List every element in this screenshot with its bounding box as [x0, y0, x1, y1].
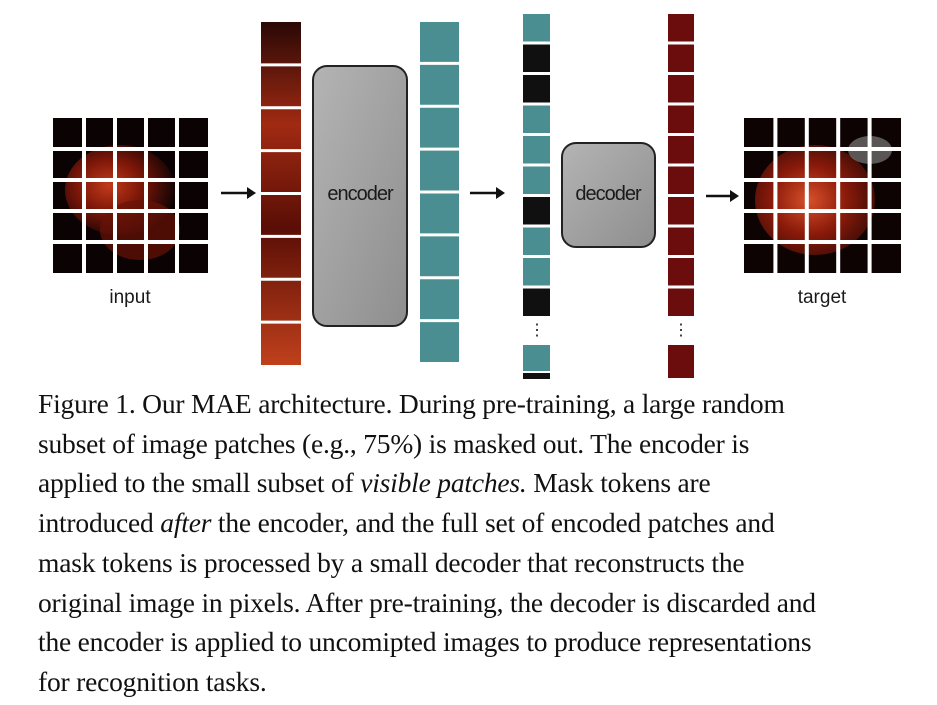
decoder-block: decoder [561, 142, 656, 248]
caption-line: the encoder is applied to uncomipted ima… [38, 626, 812, 658]
decoder-label: decoder [575, 183, 642, 205]
reconstructed-patch [668, 44, 694, 72]
patch-divider [261, 192, 301, 195]
patch-divider [53, 240, 208, 244]
encoded-patch-token [420, 279, 459, 320]
arrow-icon [706, 190, 739, 202]
caption-line: subset of image patches (e.g., 75%) is m… [38, 427, 750, 459]
patch-divider [867, 118, 872, 273]
encoded-patch-token [523, 105, 550, 133]
reconstructed-patch [668, 227, 694, 255]
encoded-patch-token [420, 22, 459, 62]
mask-token [523, 75, 550, 103]
patch-divider [261, 106, 301, 110]
patch-divider [53, 209, 208, 213]
visible-patch-dividers [261, 63, 301, 324]
caption-line: for recognition tasks. [38, 665, 267, 697]
encoded-patch-token [523, 227, 550, 255]
caption-text: applied to the small subset of [38, 467, 361, 499]
arrow-icon [221, 187, 256, 199]
caption-emphasis: after [160, 507, 212, 539]
reconstructed-patch [668, 197, 694, 225]
mae-architecture-diagram: input encoder ⋮ decoder ⋮ [53, 14, 901, 379]
caption-text: the encoder, and the full set of encoded… [211, 507, 775, 539]
encoded-patch-token [420, 322, 459, 362]
encoded-patch-token [523, 14, 550, 42]
patch-divider [261, 234, 301, 238]
reconstructed-patch [668, 136, 694, 164]
reconstructed-patch [668, 288, 694, 316]
reconstructed-patch [668, 14, 694, 42]
patch-divider [113, 118, 117, 273]
visible-patches-column [261, 22, 301, 365]
caption-line: Figure 1. Our MAE architecture. During p… [38, 388, 785, 419]
target-image [744, 118, 901, 273]
encoded-patch-token [420, 107, 459, 148]
mask-token [523, 197, 550, 225]
input-image [53, 118, 208, 273]
target-label: target [798, 287, 847, 308]
reconstructed-patch [668, 75, 694, 103]
encoder-label: encoder [327, 183, 394, 205]
reconstructed-patch [668, 105, 694, 133]
patch-divider [804, 118, 809, 273]
encoded-patches-column [420, 22, 459, 362]
patch-divider [175, 118, 179, 273]
token-column-ellipsis: ⋮ [529, 322, 545, 339]
patch-divider [53, 178, 208, 182]
patch-divider [261, 149, 301, 153]
caption-text: Mask tokens are [526, 467, 711, 499]
arrow-icon [470, 187, 505, 199]
patch-divider [836, 118, 841, 273]
output-column-ellipsis: ⋮ [673, 322, 689, 339]
patch-divider [261, 277, 301, 281]
reconstructed-patch [668, 166, 694, 194]
caption-line: mask tokens is processed by a small deco… [38, 546, 745, 578]
reconstructed-patches-column [668, 14, 694, 378]
encoded-patch-token [420, 64, 459, 105]
figure-caption: Figure 1. Our MAE architecture. During p… [38, 384, 930, 702]
reconstructed-patch [668, 345, 694, 378]
reconstructed-patch [668, 258, 694, 286]
patch-divider [744, 209, 901, 213]
encoded-patch-token [523, 136, 550, 164]
encoded-patch-token [523, 345, 550, 371]
target-patch-grid [744, 118, 901, 273]
input-label: input [109, 287, 151, 308]
patch-divider [744, 240, 901, 244]
encoded-and-mask-tokens-column [523, 14, 550, 379]
mask-token [523, 373, 550, 379]
patch-divider [744, 178, 901, 182]
caption-line: original image in pixels. After pre-trai… [38, 586, 816, 618]
patch-divider [744, 147, 901, 151]
encoded-patch-token [523, 166, 550, 194]
mask-token [523, 44, 550, 72]
mask-token [523, 288, 550, 316]
patch-divider [261, 63, 301, 67]
patch-divider [773, 118, 778, 273]
caption-text: introduced [38, 507, 161, 539]
patch-divider [261, 320, 301, 324]
caption-line: introduced after the encoder, and the fu… [38, 503, 930, 543]
input-patch-grid [53, 118, 208, 273]
encoder-block: encoder [312, 65, 408, 327]
patch-divider [53, 147, 208, 151]
caption-line: applied to the small subset of visible p… [38, 463, 930, 503]
patch-divider [144, 118, 148, 273]
encoded-patch-token [523, 258, 550, 286]
patch-divider [82, 118, 86, 273]
encoded-patch-token [420, 193, 459, 234]
encoded-patch-token [420, 236, 459, 277]
encoded-patch-token [420, 150, 459, 191]
caption-emphasis: visible patches. [360, 467, 527, 499]
